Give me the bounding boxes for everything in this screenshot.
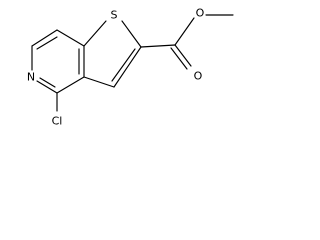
atom-label-sulfur: S [111,9,118,22]
bond-carbonyl-ester-o [174,17,195,46]
bond-c2-c3 [113,46,142,88]
atom-label-nitrogen: N [27,71,35,84]
bond-c3-c3a [83,76,115,88]
chemical-structure-diagram: S N O O Cl [27,7,234,128]
bond-c6-c7 [31,29,58,47]
bond-s1-c2 [121,20,142,48]
bond-c6-c7-inner [36,36,58,50]
bond-c7-c7a [56,29,85,47]
bond-c7a-s1 [83,20,107,47]
bond-c2-c3-inner [111,48,136,82]
atom-label-chlorine: Cl [52,115,63,128]
atom-label-carbonyl-oxygen: O [194,70,203,83]
bond-c4-n5 [36,80,58,94]
bond-carbonyl-o-a [174,44,192,67]
bond-c3a-c4 [56,76,85,94]
bond-carbonyl-o-b [170,47,188,70]
atom-label-ester-oxygen: O [196,7,205,20]
bond-c2-carbonyl [140,44,176,48]
bond-c4-n5-inner [39,77,56,88]
